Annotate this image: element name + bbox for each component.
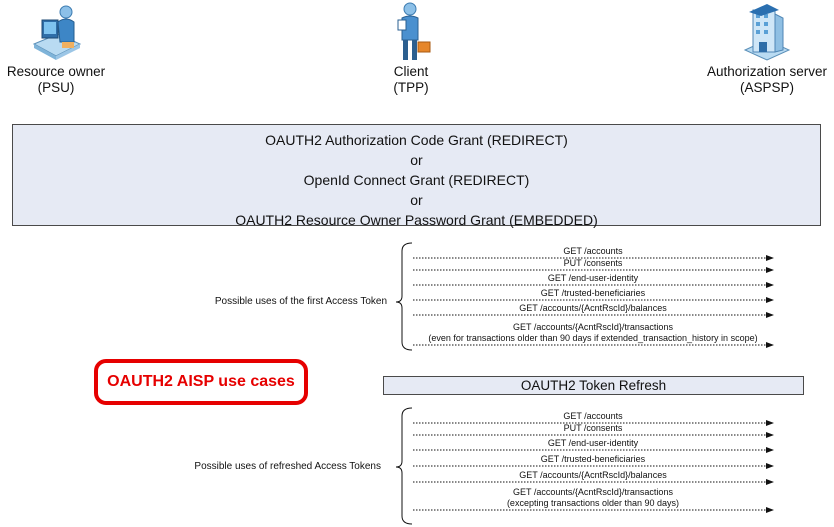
actor-client: Client (TPP) xyxy=(356,0,466,96)
message-label: (excepting transactions older than 90 da… xyxy=(507,498,679,508)
message-label: GET /end-user-identity xyxy=(548,438,639,448)
grant-line: or xyxy=(410,192,423,208)
message-label: GET /accounts/{AcntRscId}/balances xyxy=(519,470,667,480)
first-token-uses-label: Possible uses of the first Access Token xyxy=(214,296,387,307)
message-label: GET /accounts/{AcntRscId}/transactions xyxy=(513,322,673,332)
grant-line: OAUTH2 Resource Owner Password Grant (EM… xyxy=(235,212,598,228)
bank-building-icon xyxy=(743,4,791,61)
actor-role: (TPP) xyxy=(393,80,429,95)
message-label: PUT /consents xyxy=(564,423,623,433)
actor-name: Resource owner xyxy=(6,64,106,79)
actor-name: Client xyxy=(393,64,429,79)
grant-line: OpenId Connect Grant (REDIRECT) xyxy=(303,172,530,188)
grant-line: or xyxy=(410,152,423,168)
message-label: GET /accounts/{AcntRscId}/transactions xyxy=(513,487,673,497)
message-label: GET /end-user-identity xyxy=(548,273,639,283)
actor-role: (PSU) xyxy=(37,80,75,95)
message-label: GET /accounts xyxy=(563,411,623,421)
user-at-computer-icon xyxy=(32,5,82,60)
use-cases-badge: OAUTH2 AISP use cases xyxy=(94,359,308,405)
grant-types-box: OAUTH2 Authorization Code Grant (REDIREC… xyxy=(12,124,821,228)
message-label: PUT /consents xyxy=(564,258,623,268)
person-with-briefcase-icon xyxy=(397,2,431,60)
token-refresh-box: OAUTH2 Token Refresh xyxy=(383,376,804,395)
message-label: GET /trusted-beneficiaries xyxy=(541,288,646,298)
message-label: GET /trusted-beneficiaries xyxy=(541,454,646,464)
actor-resource-owner: Resource owner (PSU) xyxy=(0,0,112,96)
message-label: GET /accounts xyxy=(563,246,623,256)
grant-line: OAUTH2 Authorization Code Grant (REDIREC… xyxy=(265,132,568,148)
message-label: GET /accounts/{AcntRscId}/balances xyxy=(519,303,667,313)
group-brace xyxy=(395,242,413,351)
refreshed-token-uses-label: Possible uses of refreshed Access Tokens xyxy=(194,461,381,472)
actor-role: (ASPSP) xyxy=(739,80,794,95)
message-label: (even for transactions older than 90 day… xyxy=(428,333,757,343)
actor-name: Authorization server xyxy=(706,64,828,79)
group-brace xyxy=(395,407,413,525)
actor-authorization-server: Authorization server (ASPSP) xyxy=(700,0,834,96)
